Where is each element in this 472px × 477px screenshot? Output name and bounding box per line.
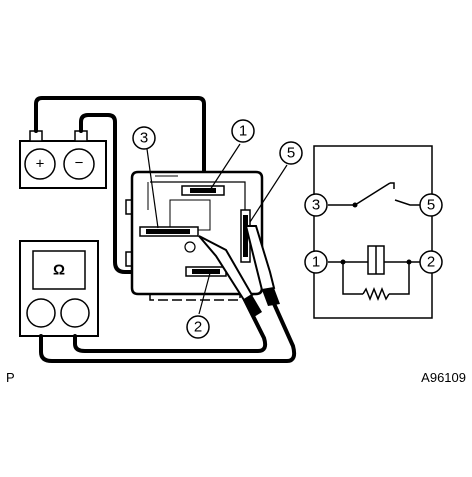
ohm-symbol: Ω xyxy=(53,262,65,279)
probe-2 xyxy=(244,225,280,306)
schematic-terminal-2: 2 xyxy=(419,250,443,274)
schematic-terminal-1-label: 1 xyxy=(312,254,320,271)
relay-callout-1-label: 1 xyxy=(239,123,247,140)
ohmmeter: Ω xyxy=(19,240,99,337)
ohmmeter-lead-left xyxy=(39,266,297,363)
probe-1 xyxy=(198,235,262,317)
ohmmeter-lead-right xyxy=(73,298,268,353)
battery-negative-terminal: − xyxy=(63,148,95,180)
schematic-terminal-2-label: 2 xyxy=(427,254,435,271)
relay-callout-2: 2 xyxy=(186,315,210,339)
relay-callout-1: 1 xyxy=(231,119,255,143)
callout-leaders xyxy=(146,143,288,315)
relay-callout-5-label: 5 xyxy=(287,145,295,162)
schematic-terminal-1: 1 xyxy=(304,250,328,274)
schematic-terminal-3: 3 xyxy=(304,193,328,217)
minus-symbol: − xyxy=(75,155,84,172)
figure-code: A96109 xyxy=(421,370,466,385)
ohmmeter-jack-left xyxy=(26,298,56,328)
relay-callout-2-label: 2 xyxy=(194,319,202,336)
relay-schematic: 3 5 1 2 xyxy=(304,145,443,319)
battery-negative-lead xyxy=(79,113,198,274)
relay-callout-5: 5 xyxy=(279,141,303,165)
corner-letter: P xyxy=(6,370,15,385)
schematic-terminal-3-label: 3 xyxy=(312,197,320,214)
relay-callout-3-label: 3 xyxy=(140,130,148,147)
battery-positive-terminal: + xyxy=(24,148,56,180)
plus-symbol: + xyxy=(36,156,45,173)
ohmmeter-jack-right xyxy=(60,298,90,328)
test-leads xyxy=(34,96,297,363)
schematic-terminal-5: 5 xyxy=(419,193,443,217)
relay-callout-3: 3 xyxy=(132,126,156,150)
battery-positive-lead xyxy=(34,96,206,190)
battery: + − xyxy=(19,130,107,189)
schematic-terminal-5-label: 5 xyxy=(427,197,435,214)
